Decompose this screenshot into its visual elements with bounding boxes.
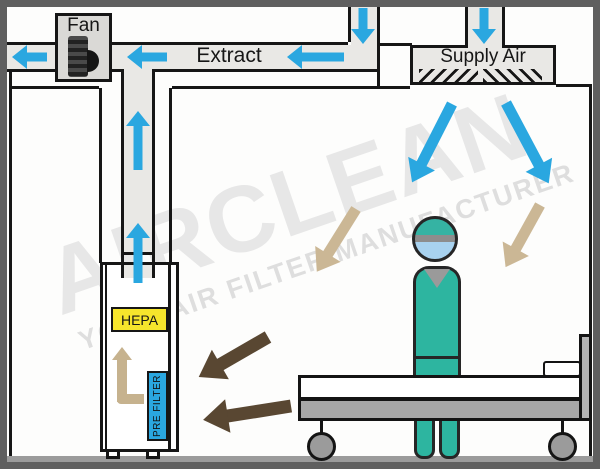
hepa-filter-text: HEPA: [120, 311, 159, 328]
drift-air-arrow: [492, 202, 545, 275]
bed-wheel: [548, 432, 577, 461]
ceiling-line: [172, 86, 410, 89]
cabinet-foot: [106, 449, 120, 459]
surgeon-head: [412, 216, 458, 262]
frame-border-bottom: [0, 462, 600, 469]
fan-label: Fan: [67, 15, 100, 36]
surgeon-leg: [414, 419, 435, 459]
frame-border-right: [593, 0, 600, 469]
ceiling-line: [12, 86, 99, 89]
bed-frame: [298, 398, 592, 421]
shaft-line-left: [99, 88, 102, 263]
wall-right: [589, 84, 592, 458]
bed-pillow: [543, 361, 581, 377]
cabinet-foot: [146, 449, 160, 459]
shaft-line-right: [169, 88, 172, 263]
diffuser-vanes-left: [419, 69, 478, 82]
contaminated-air-arrow: [200, 399, 293, 437]
extract-label: Extract: [196, 44, 262, 67]
surgeon-leg: [439, 419, 460, 459]
supply-air-label: Supply Air: [440, 46, 526, 67]
ceiling-line: [556, 84, 592, 87]
bed-headboard: [579, 334, 592, 421]
pre-filter-text: PRE FILTER: [152, 374, 163, 438]
hepa-filter-label: HEPA: [111, 307, 168, 332]
contaminated-air-arrow: [190, 331, 272, 392]
bed-wheel: [307, 432, 336, 461]
fan-motor-hub: [87, 50, 99, 72]
bed-mattress: [298, 375, 585, 400]
floor: [7, 456, 593, 462]
wall-left: [9, 72, 12, 458]
frame-border-left: [0, 0, 7, 469]
surgeon-collar: [424, 269, 450, 288]
diffuser-vanes-right: [483, 69, 542, 82]
pre-filter-label: PRE FILTER: [147, 371, 168, 441]
surgeon-belt-line: [413, 356, 461, 359]
frame-border-top: [0, 0, 600, 7]
fan-icon: [68, 36, 88, 77]
